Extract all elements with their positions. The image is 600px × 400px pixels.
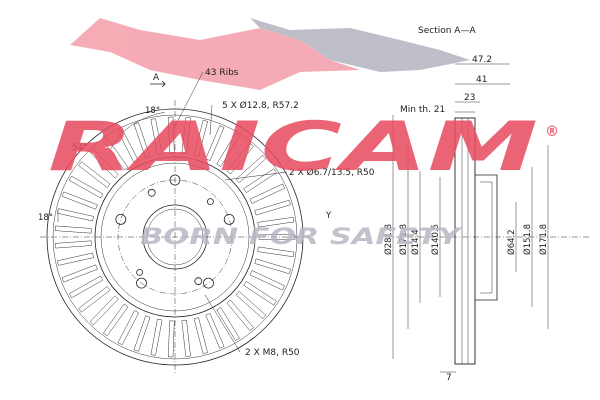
hat-section <box>475 174 498 301</box>
cooling-rib <box>181 117 191 155</box>
diameter-dim-label: Ø151.8 <box>522 224 533 255</box>
hat-inner <box>480 181 493 294</box>
cooling-rib <box>78 286 111 313</box>
small-hole <box>206 198 214 206</box>
cooling-rib <box>150 118 163 156</box>
y-axis-mark: Y <box>325 211 332 221</box>
angle-side-label: 18° <box>38 213 53 223</box>
diameter-dim-label: Ø171.8 <box>538 224 549 255</box>
bolt-hole <box>115 213 127 225</box>
cooling-rib <box>249 183 285 204</box>
cooling-rib <box>243 281 277 306</box>
small-holes-leader <box>224 171 288 181</box>
angle-left-label: 54° <box>72 143 87 153</box>
cooling-rib <box>168 320 175 358</box>
cooling-rib <box>54 240 92 249</box>
brand-name: RAICAM <box>48 108 538 187</box>
cat-logo-front <box>70 18 360 90</box>
bolt-hole <box>203 277 214 289</box>
cooling-rib <box>258 234 296 240</box>
section-marker-label: A <box>153 73 160 83</box>
cooling-rib <box>78 161 111 188</box>
angle-top-label: 18° <box>145 106 160 116</box>
callouts: 43 Ribs 5 X Ø12.8, R57.2 2 X Ø6.7/13.5, … <box>38 68 375 358</box>
diameter-dim-label: Ø171.8 <box>398 224 409 255</box>
bolt-holes-callout: 5 X Ø12.8, R57.2 <box>222 100 299 111</box>
cat-logo-back <box>250 18 470 72</box>
cooling-rib <box>68 275 104 299</box>
min-thickness: Min th. 21 <box>400 105 445 115</box>
cooling-rib <box>254 258 291 275</box>
cooling-rib <box>102 137 129 171</box>
cooling-rib <box>57 252 94 266</box>
bolt-holes <box>115 174 235 289</box>
brand-registered: ® <box>545 124 559 140</box>
cooling-rib <box>68 175 104 199</box>
cooling-rib <box>257 246 295 258</box>
threaded-hole <box>194 277 203 286</box>
cooling-rib <box>181 319 191 357</box>
dim-7: 7 <box>446 373 452 383</box>
cooling-rib <box>57 208 94 222</box>
cooling-rib <box>193 119 208 157</box>
cooling-rib <box>216 133 240 167</box>
dim-47-2: 47.2 <box>472 55 492 65</box>
cooling-rib <box>235 290 267 320</box>
cooling-rib <box>89 148 119 179</box>
bolt-holes-leader <box>209 104 213 136</box>
brand-watermark: RAICAM ® BORN FOR SAFETY <box>48 108 559 250</box>
cooling-rib <box>54 225 92 234</box>
cooling-rib <box>193 317 208 355</box>
cat-logo <box>70 18 470 90</box>
section-view: Section A—A 47.2 41 23 Min th. 21 Ø281.8… <box>383 26 590 383</box>
small-hole <box>136 268 144 276</box>
cooling-rib <box>117 128 140 164</box>
cooling-rib <box>205 313 225 349</box>
dim-23: 23 <box>464 93 475 103</box>
cooling-rib <box>133 122 151 159</box>
cooling-rib <box>216 307 240 341</box>
cooling-rib <box>102 303 129 337</box>
cooling-rib <box>117 310 140 346</box>
section-title: Section A—A <box>418 26 476 36</box>
section-arrow-icon <box>150 80 166 88</box>
cooling-rib <box>249 270 285 291</box>
cooling-rib <box>243 168 277 193</box>
cooling-rib <box>254 199 291 216</box>
cooling-rib <box>89 295 119 326</box>
diameter-dim-label: Ø140.5 <box>430 224 441 255</box>
bolt-hole <box>223 213 235 225</box>
ribs-callout: 43 Ribs <box>205 68 239 78</box>
cooling-rib <box>150 318 163 356</box>
angle-arc-top <box>109 111 166 151</box>
cooling-ribs <box>54 116 296 358</box>
cooling-rib <box>235 154 267 184</box>
diameter-dim-label: Ø281.8 <box>383 224 394 255</box>
cooling-rib <box>61 191 98 210</box>
threads-callout: 2 X M8, R50 <box>245 348 300 358</box>
cooling-rib <box>133 315 151 352</box>
disc-front-view <box>40 100 312 375</box>
diameter-dim-label: Ø14.4 <box>410 229 421 255</box>
dim-41: 41 <box>476 75 487 85</box>
cooling-rib <box>168 116 175 154</box>
section-marker: A <box>150 73 166 88</box>
friction-ring-section <box>454 117 476 365</box>
bolt-hole <box>136 277 147 289</box>
ribs-leader <box>171 71 204 133</box>
small-holes-callout: 2 X Ø6.7/13.5, R50 <box>289 167 375 178</box>
cooling-rib <box>205 125 225 161</box>
cooling-rib <box>61 264 98 283</box>
threads-leader <box>204 294 241 353</box>
threaded-hole <box>147 188 156 197</box>
cooling-rib <box>226 142 254 175</box>
brand-slogan: BORN FOR SAFETY <box>140 225 463 250</box>
cooling-rib <box>257 216 295 228</box>
cooling-rib <box>226 299 254 332</box>
diameter-dim-label: Ø64.2 <box>506 229 517 255</box>
